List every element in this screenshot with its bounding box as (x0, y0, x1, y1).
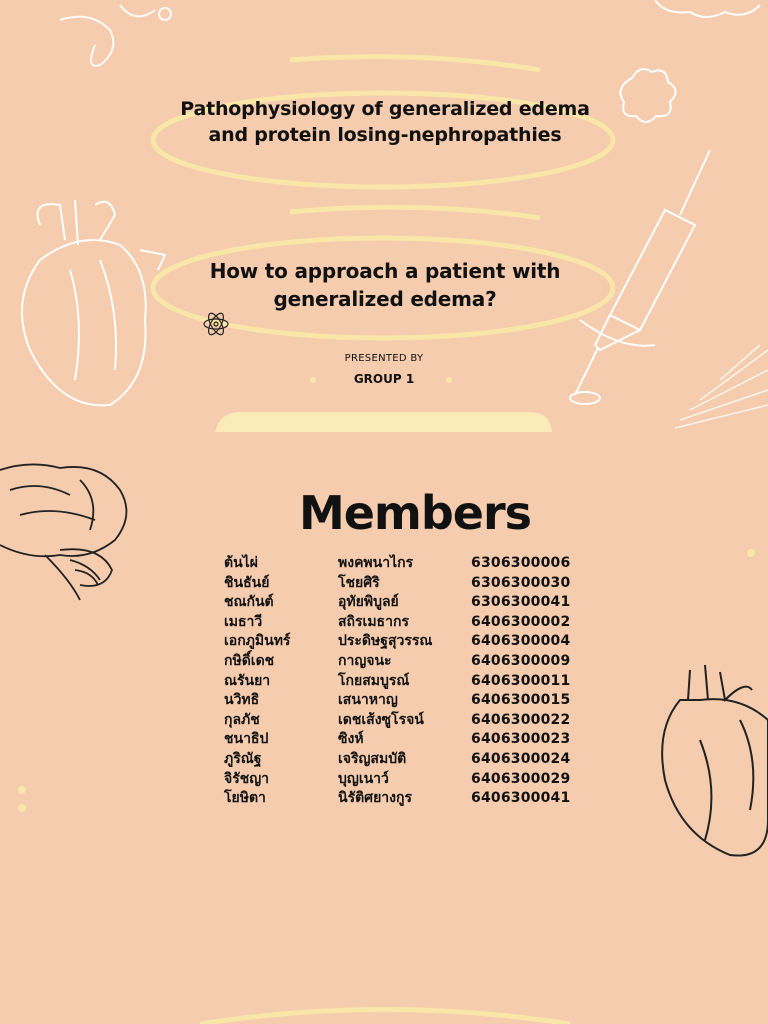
member-row: ชณกันต์ อุทัยพิบูลย์ 6306300041 (224, 593, 570, 613)
anatomical-heart-icon (661, 664, 768, 857)
subtitle-oval (150, 204, 616, 341)
bottom-arc (199, 1007, 571, 1024)
member-row: ต้นไผ่ พงคพนาไกร 6306300006 (224, 554, 570, 574)
member-first-name: ชณกันต์ (224, 594, 274, 611)
member-first-name: ชนาธิป (224, 731, 269, 748)
member-id: 6306300006 (471, 555, 571, 571)
member-first-name: ณรันยา (224, 672, 271, 689)
member-last-name: เดชเส้งซูโรจน์ (338, 711, 424, 728)
member-id: 6306300030 (471, 574, 571, 591)
member-id: 6406300009 (471, 652, 571, 669)
member-id: 6406300015 (471, 692, 571, 709)
member-last-name: อุทัยพิบูลย์ (338, 594, 399, 611)
member-first-name: กษิดิ์เดช (224, 652, 275, 669)
member-first-name: กุลภัช (224, 711, 260, 728)
cloud-icon (654, 0, 761, 18)
syringe-icon (569, 149, 711, 405)
presented-by-label: PRESENTED BY (344, 353, 424, 364)
member-row: นวิทธิ เสนาหาญ 6406300015 (224, 691, 570, 711)
member-last-name: ประดิษฐสุวรรณ (338, 633, 433, 650)
member-last-name: เสนาหาญ (338, 692, 398, 709)
member-id: 6306300041 (471, 594, 571, 611)
presentation-subtitle: How to approach a patient with generaliz… (209, 259, 561, 311)
member-row: เมธาวี สถิรเมธากร 6406300002 (224, 613, 570, 633)
member-row: จิรัชญา บุญเนาว์ 6406300029 (224, 770, 570, 790)
member-last-name: สถิรเมธากร (338, 613, 409, 630)
presentation-title: Pathophysiology of generalized edema and… (180, 98, 590, 146)
member-row: กุลภัช เดชเส้งซูโรจน์ 6406300022 (224, 711, 570, 731)
atom-icon (203, 312, 229, 336)
group-label: GROUP 1 (353, 372, 415, 386)
member-id: 6406300004 (471, 633, 571, 650)
member-first-name: จิรัชญา (224, 770, 270, 787)
member-last-name: โชยศิริ (338, 574, 380, 591)
member-first-name: ชินธันย์ (224, 574, 270, 591)
heart-icon (21, 199, 167, 407)
member-row: ภูริณัฐ เจริญสมบัติ 6406300024 (224, 750, 570, 770)
member-last-name: ซิงห์ (338, 731, 364, 748)
brain-icon (0, 463, 128, 601)
member-id: 6406300011 (471, 672, 571, 689)
member-row: โยษิตา นิรัติศยางกูร 6406300041 (224, 789, 570, 809)
members-table: ต้นไผ่ พงคพนาไกร 6306300006 ชินธันย์ โชยศิร… (224, 554, 570, 809)
cream-band (215, 412, 552, 432)
member-id: 6406300022 (471, 711, 571, 728)
member-row: กษิดิ์เดช กาญจนะ 6406300009 (224, 652, 570, 672)
member-id: 6406300002 (471, 613, 571, 630)
member-id: 6406300041 (471, 790, 571, 807)
member-row: ณรันยา โกยสมบูรณ์ 6406300011 (224, 672, 570, 692)
member-id: 6406300024 (471, 750, 571, 767)
member-id: 6406300023 (471, 731, 571, 748)
stethoscope-icon (59, 4, 172, 67)
member-last-name: นิรัติศยางกูร (338, 790, 412, 807)
member-last-name: พงคพนาไกร (338, 555, 414, 571)
member-row: เอกภูมินทร์ ประดิษฐสุวรรณ 6406300004 (224, 632, 570, 652)
dot-decoration (18, 377, 755, 812)
member-first-name: เมธาวี (224, 613, 263, 630)
member-last-name: กาญจนะ (338, 652, 392, 669)
rays-decoration (674, 344, 768, 429)
flower-icon (619, 68, 677, 123)
member-last-name: เจริญสมบัติ (338, 750, 407, 767)
member-id: 6406300029 (471, 770, 571, 787)
member-first-name: ต้นไผ่ (224, 555, 258, 571)
member-first-name: โยษิตา (224, 790, 266, 807)
members-heading: Members (298, 486, 532, 540)
title-oval (150, 54, 616, 190)
member-first-name: นวิทธิ (224, 692, 260, 709)
member-row: ชนาธิป ซิงห์ 6406300023 (224, 730, 570, 750)
member-last-name: โกยสมบูรณ์ (338, 672, 410, 689)
member-row: ชินธันย์ โชยศิริ 6306300030 (224, 574, 570, 594)
member-first-name: เอกภูมินทร์ (224, 633, 291, 650)
member-first-name: ภูริณัฐ (224, 750, 262, 767)
member-last-name: บุญเนาว์ (338, 770, 389, 787)
